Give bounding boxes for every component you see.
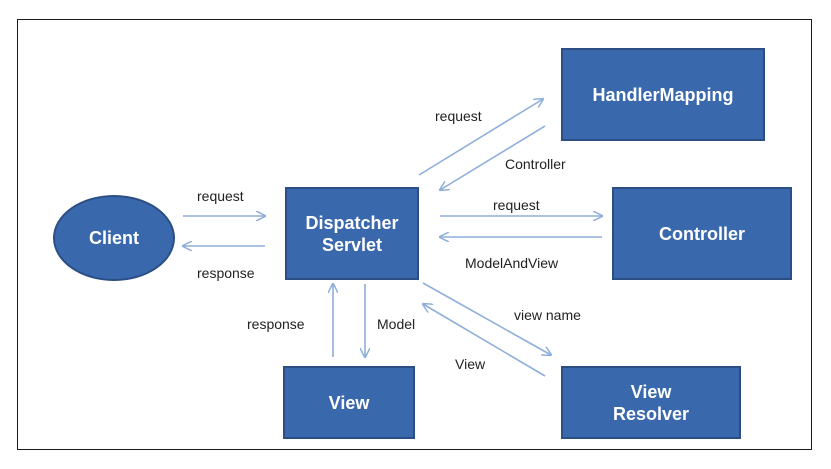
controller-node: Controller — [612, 187, 792, 280]
arrow-viewresolver-to-dispatcher — [423, 304, 546, 377]
edge-label-hm-request: request — [435, 108, 482, 124]
edge-label-ctrl-model-and-view: ModelAndView — [465, 255, 559, 271]
view-resolver-label-line1: View — [630, 381, 672, 402]
handler-mapping-label: HandlerMapping — [592, 84, 734, 105]
view-resolver-node: View Resolver — [561, 366, 741, 439]
view-node: View — [283, 366, 415, 439]
edge-label-hm-controller: Controller — [505, 156, 566, 172]
edge-label-vr-view: View — [455, 356, 486, 372]
client-label: Client — [88, 228, 139, 248]
edge-label-client-request: request — [197, 188, 244, 204]
view-label: View — [328, 392, 370, 413]
client-node: Client — [53, 195, 175, 281]
edge-label-vr-view-name: view name — [514, 307, 581, 323]
arrow-dispatcher-to-handlermapping — [418, 99, 543, 176]
controller-label: Controller — [658, 223, 745, 244]
arrow-dispatcher-to-viewresolver — [422, 282, 551, 355]
dispatcher-label-line2: Servlet — [321, 234, 383, 255]
dispatcher-label-line1: Dispatcher — [305, 212, 399, 233]
edge-label-view-response: response — [247, 316, 305, 332]
dispatcher-servlet-node: Dispatcher Servlet — [285, 187, 419, 280]
edge-label-view-model: Model — [377, 316, 416, 332]
handler-mapping-node: HandlerMapping — [561, 48, 765, 141]
view-resolver-label-line2: Resolver — [612, 403, 690, 424]
arrow-handlermapping-to-dispatcher — [440, 125, 546, 190]
edge-label-client-response: response — [197, 265, 255, 281]
edge-label-ctrl-request: request — [493, 197, 540, 213]
